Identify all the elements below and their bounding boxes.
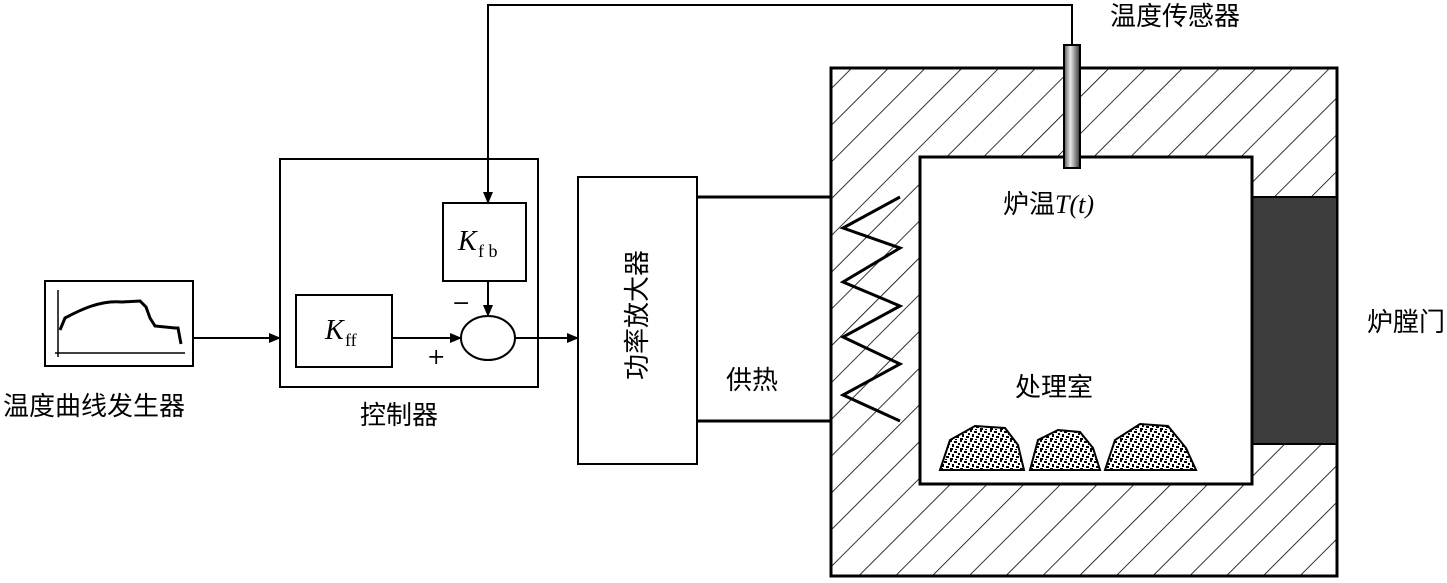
furnace-temp-arg: (t) xyxy=(1069,190,1094,219)
workpiece-1 xyxy=(938,424,1026,471)
treatment-chamber-label: 处理室 xyxy=(1015,373,1093,403)
power-amplifier-box: 功率放大器 xyxy=(577,176,698,465)
heat-supply-label: 供热 xyxy=(726,366,778,396)
temp-curve-generator xyxy=(44,280,194,367)
workpiece-2 xyxy=(1028,428,1102,471)
plus-sign: + xyxy=(427,345,445,370)
heating-coil xyxy=(839,195,904,423)
power-amplifier-label: 功率放大器 xyxy=(623,250,653,380)
summing-junction xyxy=(460,315,516,361)
kff-block: K ff xyxy=(295,294,393,368)
furnace-door xyxy=(1251,196,1338,445)
kff-subscript: ff xyxy=(345,330,357,350)
furnace-temp-prefix: 炉温 xyxy=(1003,190,1055,220)
temp-sensor-label: 温度传感器 xyxy=(1110,2,1240,32)
kfb-symbol: K xyxy=(457,226,478,257)
sensor-feedback-line xyxy=(483,4,1073,204)
kfb-block: K f b xyxy=(442,202,527,282)
temp-sensor-probe xyxy=(1063,44,1081,169)
workpiece-3 xyxy=(1103,422,1198,471)
temperature-profile-curve xyxy=(58,299,183,345)
furnace-temp-label: 炉温T(t) xyxy=(1003,190,1094,220)
temp-curve-generator-label: 温度曲线发生器 xyxy=(3,392,185,422)
kfb-subscript: f b xyxy=(478,241,498,261)
furnace-temp-symbol: T xyxy=(1055,190,1071,219)
furnace-door-label: 炉膛门 xyxy=(1367,308,1445,338)
minus-sign: − xyxy=(452,291,470,316)
kff-symbol: K xyxy=(324,315,345,346)
controller-label: 控制器 xyxy=(360,401,438,431)
